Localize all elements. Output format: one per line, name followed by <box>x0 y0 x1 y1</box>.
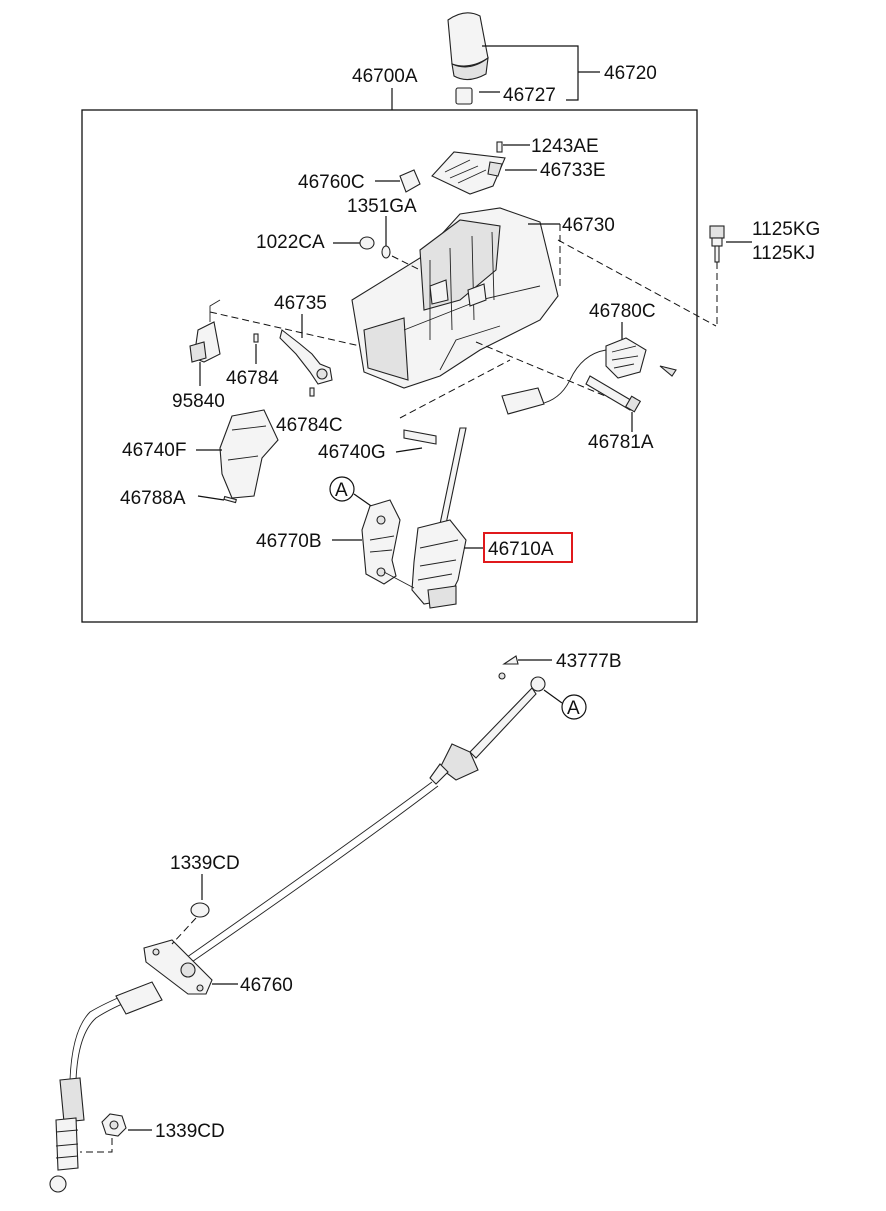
part-label-1243AE[interactable]: 1243AE <box>531 136 599 157</box>
switch-95840-illustration <box>189 299 221 363</box>
part-label-95840[interactable]: 95840 <box>172 391 225 412</box>
part-label-46780C[interactable]: 46780C <box>589 301 656 322</box>
rod-46781a-illustration <box>585 375 642 413</box>
part-label-46735[interactable]: 46735 <box>274 293 327 314</box>
part-label-46740G[interactable]: 46740G <box>318 442 386 463</box>
callout-a-upper[interactable]: A <box>335 480 348 501</box>
cover-46740f-illustration <box>219 409 279 499</box>
callout-a-lower[interactable]: A <box>567 698 580 719</box>
part-label-1351GA[interactable]: 1351GA <box>347 196 417 217</box>
part-label-46720[interactable]: 46720 <box>604 63 657 84</box>
position-sensor-illustration <box>501 337 677 415</box>
part-label-1339CD-top[interactable]: 1339CD <box>170 853 240 874</box>
part-label-46788A[interactable]: 46788A <box>120 488 186 509</box>
bracket-46770b-illustration <box>361 499 401 585</box>
assembly-frame <box>81 109 698 623</box>
cable-bracket-46760-illustration <box>143 939 213 995</box>
shifter-housing-illustration <box>351 207 559 389</box>
part-label-46781A[interactable]: 46781A <box>588 432 654 453</box>
part-label-46730[interactable]: 46730 <box>562 215 615 236</box>
part-label-46760C[interactable]: 46760C <box>298 172 365 193</box>
part-label-46784C[interactable]: 46784C <box>276 415 343 436</box>
callout-circle-a-upper <box>329 476 355 502</box>
part-label-46740F[interactable]: 46740F <box>122 440 186 461</box>
clip-43777b-illustration <box>498 655 519 680</box>
part-label-46760[interactable]: 46760 <box>240 975 293 996</box>
part-label-46700A[interactable]: 46700A <box>352 66 418 87</box>
part-label-46733E[interactable]: 46733E <box>540 160 606 181</box>
shift-cable-illustration <box>49 676 546 1193</box>
part-label-1125KG[interactable]: 1125KG <box>752 219 820 240</box>
part-label-46727[interactable]: 46727 <box>503 85 556 106</box>
part-label-1339CD-bottom[interactable]: 1339CD <box>155 1121 225 1142</box>
part-label-46784[interactable]: 46784 <box>226 368 279 389</box>
pin-46784-illustration <box>253 333 259 343</box>
nut-1339cd-bottom-illustration <box>101 1113 127 1137</box>
clip-46740g-illustration <box>403 429 437 445</box>
bracket-46760c-illustration <box>399 169 421 193</box>
detent-lever-illustration <box>279 329 333 385</box>
highlight-box-46710a <box>483 532 573 563</box>
callout-circle-a-lower <box>561 694 587 720</box>
pin-46784c-illustration <box>309 387 315 397</box>
indicator-plate-illustration <box>431 151 506 195</box>
part-label-1125KJ[interactable]: 1125KJ <box>752 243 815 264</box>
screw-1243ae-illustration <box>496 141 503 153</box>
part-label-1022CA[interactable]: 1022CA <box>256 232 325 253</box>
shift-knob-illustration <box>447 12 489 105</box>
part-label-43777B[interactable]: 43777B <box>556 651 622 672</box>
part-label-46710A[interactable]: 46710A <box>488 539 554 560</box>
part-label-46770B[interactable]: 46770B <box>256 531 322 552</box>
lever-assembly-46710a-illustration <box>383 427 467 609</box>
bolt-1125kg-illustration <box>709 225 725 263</box>
